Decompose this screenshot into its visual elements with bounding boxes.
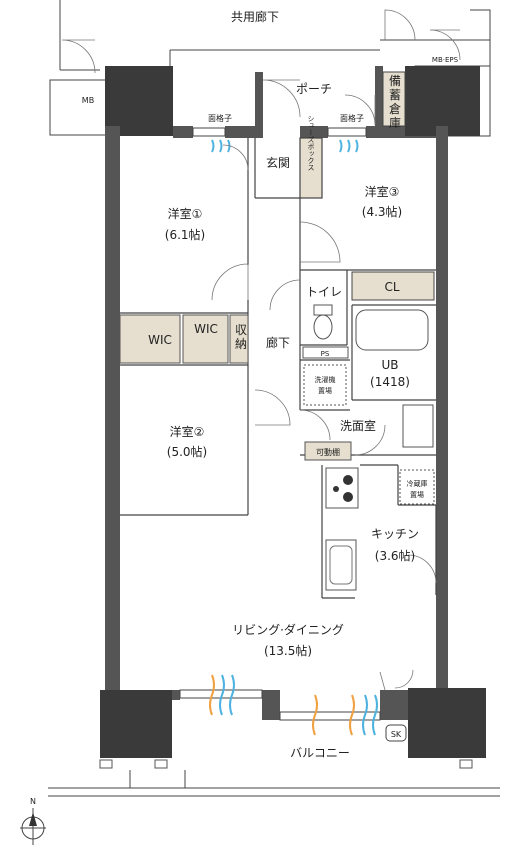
washer-space: [303, 364, 347, 406]
toilet-icon: [313, 304, 333, 340]
corridor-area: [59, 0, 491, 74]
kitchen-name: キッチン: [371, 527, 419, 541]
entrance-label: 玄関: [266, 155, 290, 170]
wic1-box: [119, 314, 181, 364]
balcony-label: バルコニー: [290, 746, 350, 760]
kitchen-size: (3.6帖): [375, 548, 415, 563]
grille-windows: [192, 127, 367, 137]
fridge-label-1: 冷蔵庫: [407, 479, 428, 488]
shelf-box: [304, 441, 352, 461]
ub-size: (1418): [370, 375, 410, 389]
wic1-label: WIC: [148, 333, 172, 347]
room3-size: (4.3帖): [362, 204, 402, 219]
washer-label-2: 置場: [318, 386, 332, 395]
room1-name: 洋室①: [168, 206, 203, 221]
living-name: リビング·ダイニング: [232, 622, 344, 637]
grille-left-label: 面格子: [208, 113, 232, 123]
washer-label-1: 洗濯機: [315, 375, 336, 384]
door-swings: [211, 144, 437, 691]
shoe-box-label: シューズボックス: [307, 115, 315, 171]
sk-label: SK: [391, 730, 402, 739]
porch-label: ポーチ: [296, 82, 332, 96]
storage-label-1: 備: [389, 73, 401, 88]
ps-label: PS: [321, 350, 330, 358]
fridge-label-2: 置場: [410, 490, 424, 499]
mb-label: MB: [82, 96, 94, 105]
room2-name: 洋室②: [170, 424, 205, 439]
grille-right-label: 面格子: [340, 113, 364, 123]
room2-size: (5.0帖): [167, 444, 207, 459]
fridge-space: [399, 469, 435, 505]
north-label: N: [30, 797, 36, 806]
entry-door-icon: [262, 79, 301, 118]
vanity-icon: [402, 404, 434, 448]
living-size: (13.5帖): [264, 643, 312, 658]
bathtub-icon: [355, 309, 429, 351]
sink-icon: [325, 539, 357, 591]
ub-name: UB: [381, 358, 398, 372]
outer-walls: [100, 66, 486, 758]
wic2-label: WIC: [194, 322, 218, 336]
closet-label: CL: [384, 280, 399, 294]
storage-box: [229, 314, 249, 364]
stove-icon: [325, 467, 359, 509]
storage-label-2: 蓄: [389, 88, 401, 102]
storage-room: [382, 71, 406, 127]
wic2-box: [182, 314, 229, 364]
room1-size: (6.1帖): [165, 227, 205, 242]
mb-closet: [49, 79, 107, 136]
porch-door-icon: [344, 94, 376, 126]
compass-icon: [20, 808, 46, 845]
room3-name: 洋室③: [365, 184, 400, 199]
corridor-label: 共用廊下: [231, 9, 279, 24]
sk-box: [385, 724, 407, 742]
airflow-bottom-icon: [209, 674, 378, 736]
closet-box: [351, 271, 435, 301]
toilet-label: トイレ: [306, 285, 342, 299]
storage-b-label: 納: [235, 337, 247, 351]
storage-label-4: 庫: [389, 116, 401, 130]
ps-box: [302, 346, 349, 359]
storage-a-label: 収: [235, 323, 247, 337]
balcony-rail: [48, 759, 500, 797]
shelf-label: 可動棚: [316, 447, 340, 457]
washroom-label: 洗面室: [340, 418, 376, 433]
storage-label-3: 倉: [389, 101, 401, 116]
hallway-label: 廊下: [266, 335, 290, 350]
airflow-icon: [211, 139, 359, 153]
mb-eps-label: MB·EPS: [432, 56, 459, 64]
